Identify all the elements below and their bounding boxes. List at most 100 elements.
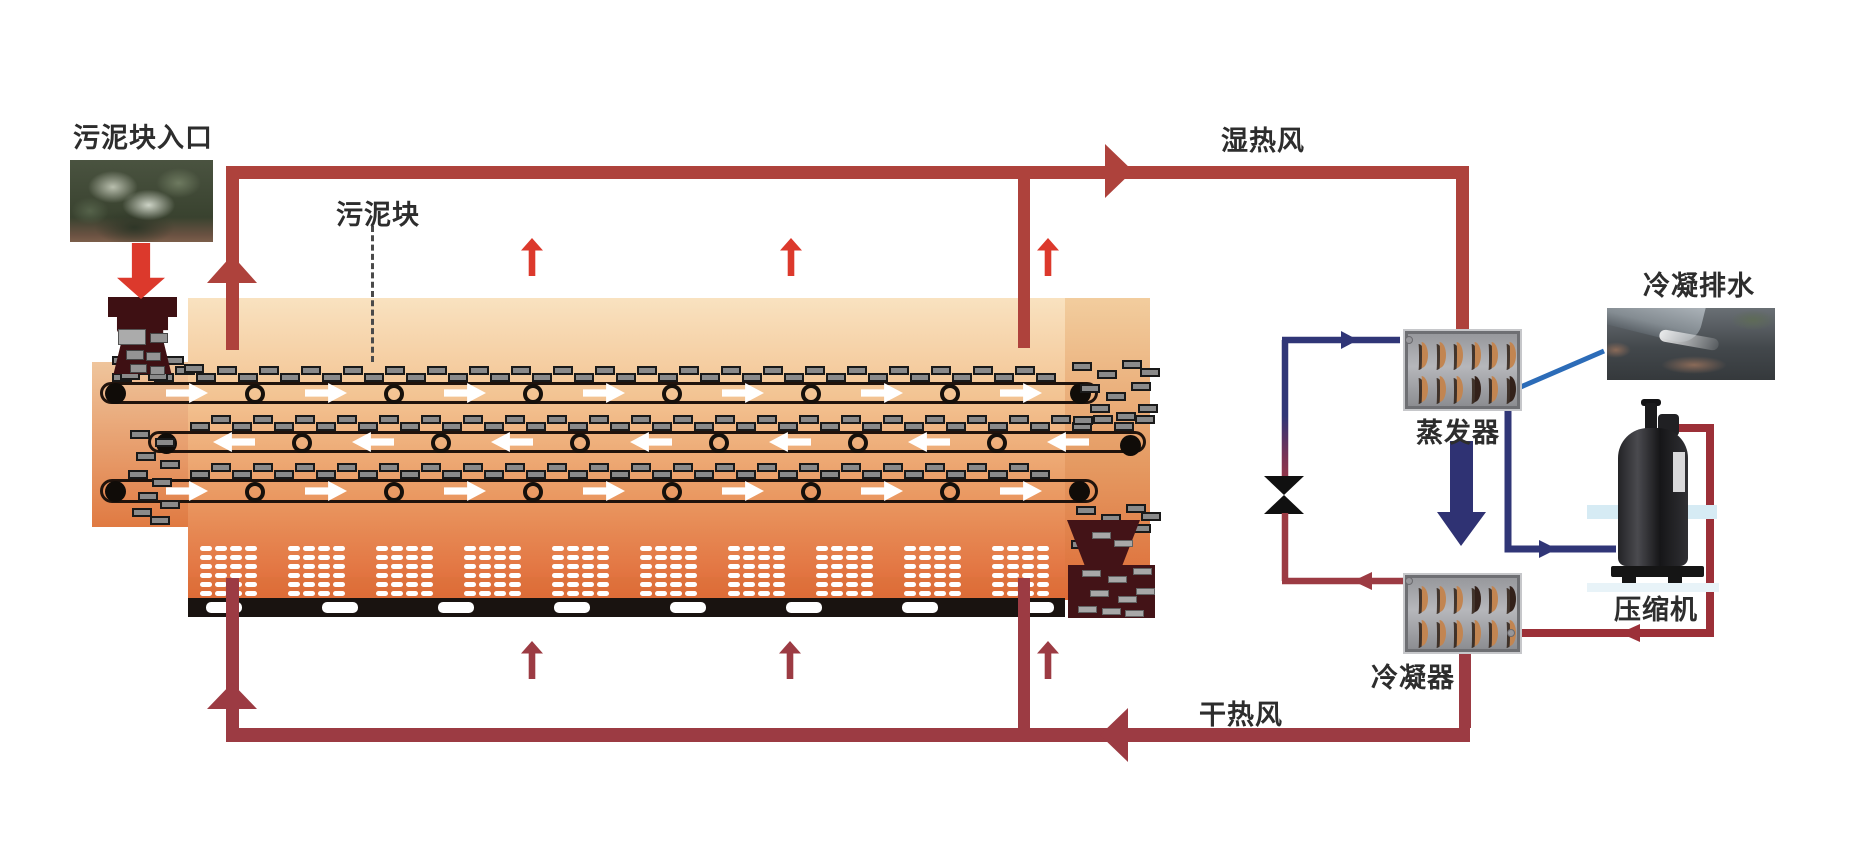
perf-dash xyxy=(846,555,858,560)
sludge-block xyxy=(1073,416,1093,425)
heat-coil-icon xyxy=(1415,342,1428,368)
sludge-block xyxy=(988,422,1008,431)
sludge-block xyxy=(952,373,972,382)
perf-dash xyxy=(509,546,521,551)
perf-dash xyxy=(245,573,257,578)
sludge-block xyxy=(757,415,777,424)
sludge-block xyxy=(778,470,798,479)
perf-dash xyxy=(743,546,755,551)
perf-dash xyxy=(597,564,609,569)
sludge-block xyxy=(820,470,840,479)
perf-dash xyxy=(861,573,873,578)
sludge-block xyxy=(799,415,819,424)
sludge-block xyxy=(130,430,150,439)
heat-coil-icon xyxy=(1468,586,1481,612)
sludge-block xyxy=(385,366,405,375)
perf-dash xyxy=(376,582,388,587)
perf-dash xyxy=(758,564,770,569)
perf-dash xyxy=(640,555,652,560)
sludge-block xyxy=(805,366,825,375)
perf-dash xyxy=(728,573,740,578)
sludge-block xyxy=(160,500,180,509)
perf-dash xyxy=(333,555,345,560)
perf-dash xyxy=(919,573,931,578)
sludge-block xyxy=(1090,404,1110,413)
heat-coil-icon xyxy=(1468,620,1481,646)
sludge-block xyxy=(358,422,378,431)
sludge-block xyxy=(946,470,966,479)
perf-dash xyxy=(728,564,740,569)
perf-dash xyxy=(861,582,873,587)
wet-air-top-pipe xyxy=(226,166,1469,179)
base-rail-slot xyxy=(670,602,706,613)
perf-dash xyxy=(200,582,212,587)
perf-dash xyxy=(406,546,418,551)
compressor-foot xyxy=(1622,577,1636,583)
perf-dash xyxy=(582,546,594,551)
perf-dash xyxy=(685,555,697,560)
perf-dash xyxy=(318,546,330,551)
belt-roller-icon xyxy=(801,384,821,404)
perf-dash xyxy=(376,573,388,578)
perf-dash xyxy=(670,591,682,596)
perf-dash xyxy=(1022,555,1034,560)
sludge-block xyxy=(1126,504,1146,513)
sludge-block xyxy=(160,460,180,469)
sludge-block xyxy=(316,422,336,431)
sludge-block xyxy=(925,415,945,424)
condenser-drop-pipe xyxy=(1459,648,1471,728)
perf-dash xyxy=(1007,555,1019,560)
belt-roller-icon xyxy=(292,433,312,453)
perf-dash xyxy=(245,564,257,569)
sludge-block xyxy=(217,366,237,375)
sludge-block xyxy=(442,470,462,479)
sludge-block xyxy=(190,422,210,431)
label-dry-hot-air: 干热风 xyxy=(1199,700,1283,730)
perf-dash xyxy=(670,573,682,578)
perf-dash xyxy=(552,546,564,551)
perf-dash xyxy=(582,591,594,596)
sludge-block xyxy=(778,422,798,431)
perf-dash xyxy=(333,591,345,596)
sludge-block xyxy=(1015,366,1035,375)
perf-dash xyxy=(582,555,594,560)
sludge-block xyxy=(337,463,357,472)
sludge-block xyxy=(736,470,756,479)
heat-coil-icon xyxy=(1433,586,1446,612)
perf-dash xyxy=(333,546,345,551)
perf-dash xyxy=(949,546,961,551)
perf-dash xyxy=(376,591,388,596)
perf-dash xyxy=(904,582,916,587)
perf-dash xyxy=(934,564,946,569)
sludge-block xyxy=(138,492,158,501)
perf-dash xyxy=(670,582,682,587)
perf-dash xyxy=(494,573,506,578)
bin-brick xyxy=(1092,532,1111,539)
perf-dash xyxy=(421,591,433,596)
bin-brick xyxy=(1133,568,1152,575)
perf-dash xyxy=(406,573,418,578)
perf-dash xyxy=(728,591,740,596)
perf-dash xyxy=(597,546,609,551)
perf-dash xyxy=(479,582,491,587)
perf-dash xyxy=(1007,582,1019,587)
perf-dash xyxy=(773,564,785,569)
perf-dash xyxy=(816,591,828,596)
perf-dash xyxy=(758,573,770,578)
perf-dash xyxy=(861,546,873,551)
sludge-block xyxy=(1131,382,1151,391)
perf-dash xyxy=(934,591,946,596)
perf-dash xyxy=(758,555,770,560)
perf-dash xyxy=(230,555,242,560)
perf-dash xyxy=(685,591,697,596)
belt-roller-icon xyxy=(570,433,590,453)
perf-dash xyxy=(846,546,858,551)
sludge-block xyxy=(595,366,615,375)
heat-coil-icon xyxy=(1468,342,1481,368)
expansion-valve-icon xyxy=(1264,476,1304,495)
perf-dash xyxy=(245,591,257,596)
perf-dash xyxy=(494,582,506,587)
perf-dash xyxy=(567,555,579,560)
base-rail-slot xyxy=(554,602,590,613)
perf-dash xyxy=(303,564,315,569)
